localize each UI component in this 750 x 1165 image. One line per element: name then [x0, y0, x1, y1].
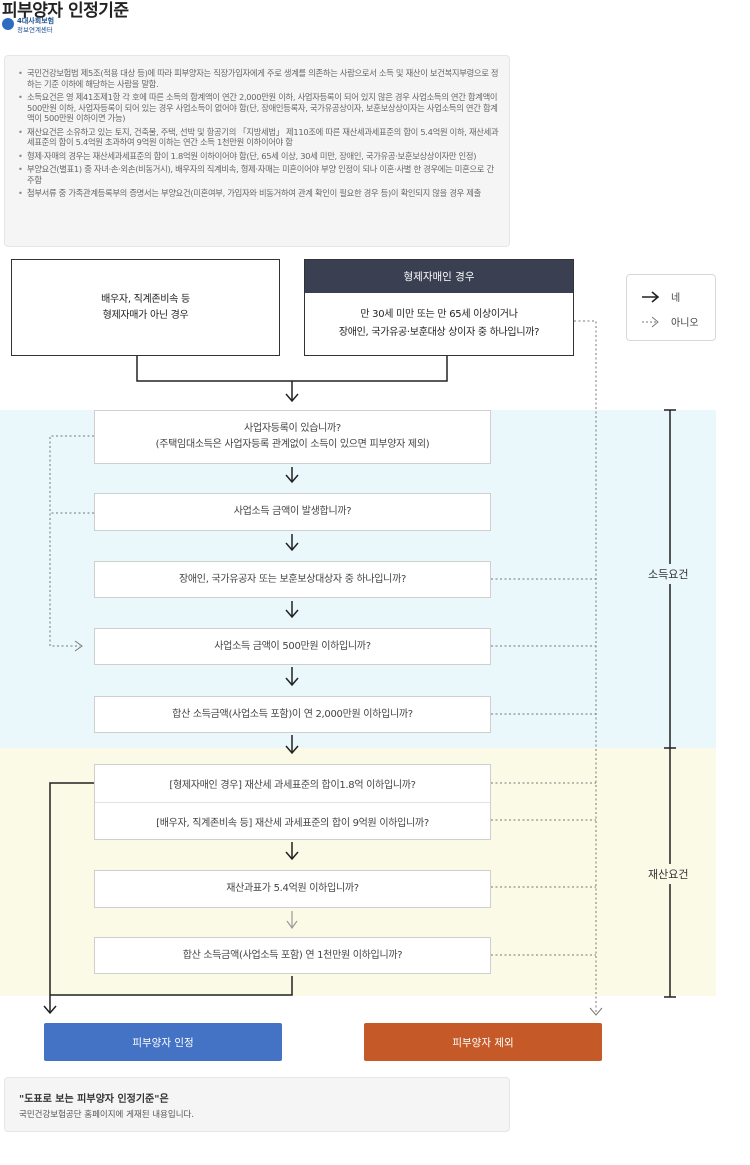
footer-line2: 국민건강보험공단 홈페이지에 게재된 내용입니다. [19, 1110, 195, 1120]
start-sibling: 형제자매인 경우 만 30세 미만 또는 만 65세 이상이거나 장애인, 국가… [304, 259, 574, 356]
start-sibling-line2: 장애인, 국가유공·보훈대상 상이자 중 하나입니까? [338, 327, 540, 338]
property-section-label: 재산요건 [646, 864, 691, 884]
logo-mark-icon [2, 18, 14, 30]
start-sibling-header: 형제자매인 경우 [305, 260, 573, 293]
dotted-arrow-icon [642, 316, 659, 327]
question-nonsibling-property: [배우자, 직계존비속 등] 재산세 과세표준의 합이 9억원 이하입니까? [156, 818, 429, 829]
result-excluded: 피부양자 제외 [364, 1023, 602, 1061]
question-sibling-property: [형제자매인 경우] 재산세 과세표준의 합이1.8억 이하입니까? [95, 765, 490, 803]
source-footer: "도표로 보는 피부양자 인정기준"은 국민건강보험공단 홈페이지에 게재된 내… [4, 1077, 510, 1132]
logo: 4대사회보험 정보연계센터 [2, 16, 72, 34]
legend-yes-label: 네 [671, 293, 681, 304]
start-sibling-line1: 만 30세 미만 또는 만 65세 이상이거나 [360, 309, 518, 320]
question-business-registration: 사업자등록이 있습니까? (주택임대소득은 사업자등록 관계없이 소득이 있으면… [94, 410, 491, 464]
question-total-income-10m: 합산 소득금액(사업소득 포함) 연 1천만원 이하입니까? [94, 937, 491, 974]
start-sibling-question: 만 30세 미만 또는 만 65세 이상이거나 장애인, 국가유공·보훈대상 상… [305, 293, 573, 355]
note-item: 국민건강보험법 제5조(적용 대상 등)에 따라 피부양자는 직장가입자에게 주… [18, 68, 499, 89]
start-non-sibling-line1: 배우자, 직계존비속 등 [101, 293, 190, 305]
footer-line1: "도표로 보는 피부양자 인정기준"은 [19, 1094, 169, 1105]
result-approved: 피부양자 인정 [44, 1023, 282, 1061]
logo-line2: 정보연계센터 [17, 26, 53, 34]
legend-yes: 네 [641, 289, 680, 304]
legend-no-label: 아니오 [671, 318, 699, 329]
note-item: 부양요건(별표1) 중 자녀·손·외손(비동거시), 배우자의 직계비속, 형제… [18, 164, 499, 185]
question-property-5-4: 재산과표가 5.4억원 이하입니까? [94, 870, 491, 908]
question-disability-veteran: 장애인, 국가유공자 또는 보훈보상대상자 중 하나입니까? [94, 561, 491, 598]
question-property-tax-base: [형제자매인 경우] 재산세 과세표준의 합이1.8억 이하입니까? [배우자,… [94, 764, 491, 840]
start-non-sibling-line2: 형제자매가 아닌 경우 [102, 309, 189, 321]
question-total-income-20m: 합산 소득금액(사업소득 포함)이 연 2,000만원 이하입니까? [94, 696, 491, 733]
logo-line1: 4대사회보험 [17, 17, 55, 25]
question-business-income-5m: 사업소득 금액이 500만원 이하입니까? [94, 628, 491, 665]
question-business-income: 사업소득 금액이 발생합니까? [94, 493, 491, 531]
legend-no: 아니오 [641, 314, 699, 329]
solid-arrow-icon [642, 290, 660, 303]
note-item: 형제·자매의 경우는 재산세과세표준의 합이 1.8억원 이하이어야 함(단, … [18, 151, 499, 162]
question-business-registration-line1: 사업자등록이 있습니까? [244, 423, 341, 434]
note-item: 소득요건은 영 제41조제1항 각 호에 따른 소득의 합계액이 연간 2,00… [18, 92, 499, 124]
note-item: 재산요건은 소유하고 있는 토지, 건축물, 주택, 선박 및 항공기의 「지방… [18, 127, 499, 148]
income-section-label: 소득요건 [646, 564, 691, 584]
page-title: 피부양자 인정기준 [2, 1, 129, 21]
legend: 네 아니오 [626, 274, 716, 341]
start-non-sibling: 배우자, 직계존비속 등 형제자매가 아닌 경우 [11, 259, 280, 356]
question-business-registration-line2: (주택임대소득은 사업자등록 관계없이 소득이 있으면 피부양자 제외) [155, 439, 430, 450]
note-item: 첨부서류 중 가족관계등록부의 증명서는 부양요건(미혼여부, 가입자와 비동거… [18, 188, 499, 199]
criteria-notes: 국민건강보험법 제5조(적용 대상 등)에 따라 피부양자는 직장가입자에게 주… [4, 55, 510, 247]
